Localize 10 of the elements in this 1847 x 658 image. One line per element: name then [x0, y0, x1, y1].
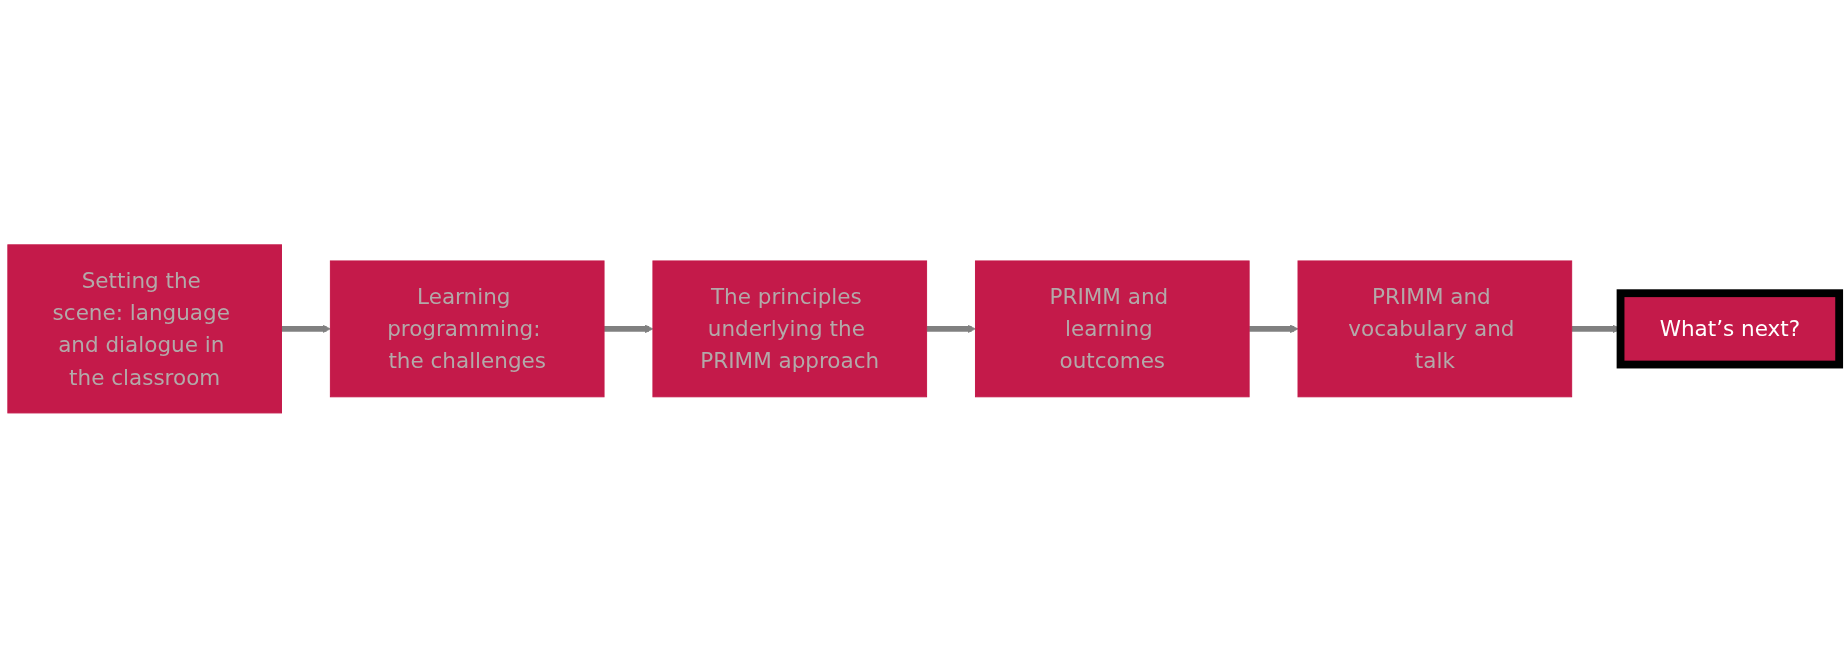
node-box: Learning programming: the challenges	[329, 260, 605, 398]
arrow	[1249, 324, 1299, 334]
arrow	[926, 324, 976, 334]
node-box: PRIMM and learning outcomes	[974, 260, 1250, 398]
node-box: The principles underlying the PRIMM approach	[652, 260, 928, 398]
arrow	[604, 324, 654, 334]
node-box: What’s next?	[1616, 289, 1844, 369]
node-box: Setting the scene: language and dialogue in the classroom	[7, 244, 282, 414]
node-box: PRIMM and vocabulary and talk	[1297, 260, 1573, 398]
arrow	[281, 324, 331, 334]
